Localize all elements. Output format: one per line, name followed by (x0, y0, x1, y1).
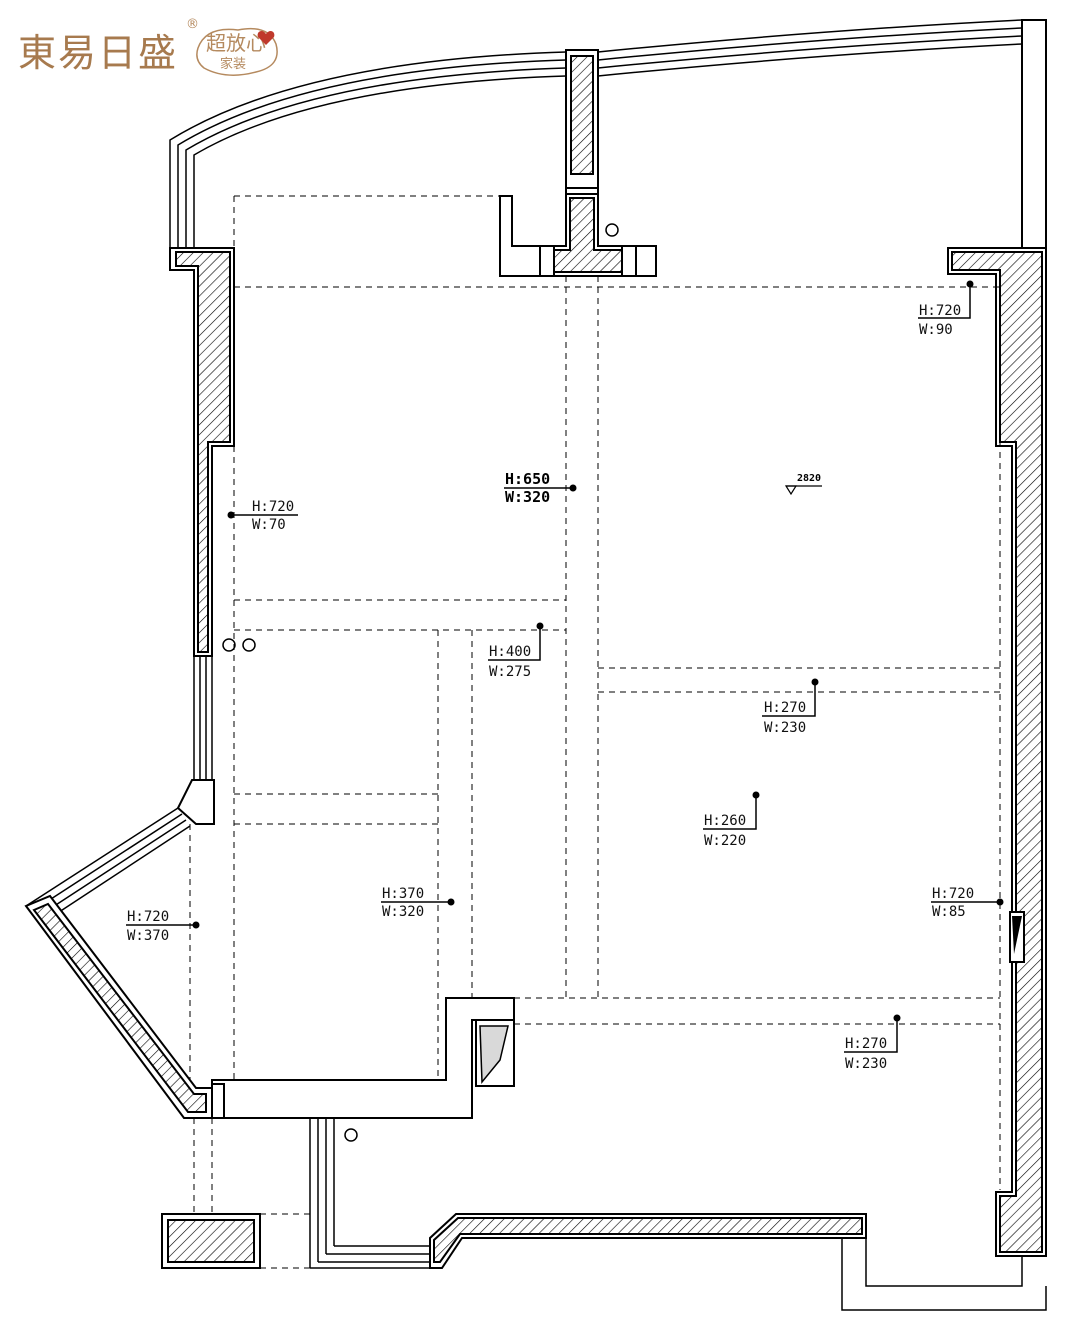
bottom-left-walls (161, 997, 515, 1269)
annotation-width: W:85 (932, 904, 966, 920)
annotation-height: H:260 (704, 813, 746, 829)
logo-sub-text-2: 家装 (220, 56, 246, 72)
annotation-center-column: H:650 W:320 (504, 470, 577, 506)
right-wall (947, 247, 1047, 1257)
pipe-marker (222, 638, 236, 652)
annotation-width: W:220 (704, 833, 746, 849)
annotation-width: W:90 (919, 322, 953, 338)
annotation-corridor: H:400 W:275 (488, 622, 544, 680)
curved-window-wall (169, 19, 1047, 249)
brand-logo: 東易日盛 ® 超放心 家装 (18, 17, 278, 76)
annotation-width: W:320 (382, 904, 424, 920)
logo-registered-mark: ® (186, 17, 199, 32)
annotation-height: H:720 (919, 303, 961, 319)
annotation-left-wall: H:720 W:70 (227, 499, 298, 533)
annotation-width: W:370 (127, 928, 169, 944)
ceiling-level-marker: 2820 (784, 473, 822, 496)
bay-window-wall (24, 807, 213, 1119)
annotation-width: W:275 (489, 664, 531, 680)
top-center-column (499, 49, 657, 277)
annotation-height: H:720 (252, 499, 294, 515)
logo-main-text: 東易日盛 (18, 31, 178, 75)
logo-badge: 超放心 家装 (196, 27, 278, 76)
annotation-height: H:720 (127, 909, 169, 925)
annotation-upper-right: H:720 W:90 (918, 280, 974, 338)
annotation-left-room: H:370 W:320 (381, 886, 455, 920)
annotation-bay-window: H:720 W:370 (126, 909, 200, 944)
annotation-height: H:720 (932, 886, 974, 902)
annotation-height: H:400 (489, 644, 531, 660)
annotation-right-wall: H:720 W:85 (931, 886, 1004, 920)
annotation-width: W:70 (252, 517, 286, 533)
logo-sub-text: 超放心 (206, 31, 266, 55)
bottom-walls (309, 1118, 1047, 1311)
annotation-width: W:230 (845, 1056, 887, 1072)
annotation-height: H:650 (505, 470, 550, 488)
annotation-width: W:230 (764, 720, 806, 736)
pipe-marker (605, 223, 619, 237)
annotation-center-room: H:260 W:220 (703, 791, 760, 849)
ceiling-level-text: 2820 (797, 473, 821, 484)
annotation-right-beam-upper: H:270 W:230 (762, 678, 819, 736)
beam-lines (189, 195, 1001, 1269)
annotation-right-beam-lower: H:270 W:230 (844, 1014, 901, 1072)
pipe-marker (242, 638, 256, 652)
heart-icon (257, 30, 275, 45)
left-wall (169, 247, 256, 825)
pipe-marker (344, 1128, 358, 1142)
annotation-width: W:320 (505, 488, 550, 506)
annotation-height: H:270 (764, 700, 806, 716)
annotation-height: H:370 (382, 886, 424, 902)
annotation-height: H:270 (845, 1036, 887, 1052)
